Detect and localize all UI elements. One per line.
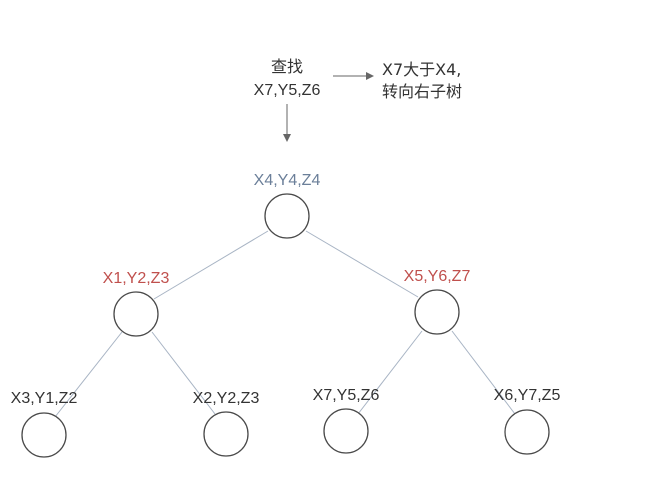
left-node-label: X1,Y2,Z3 bbox=[103, 270, 170, 287]
right-right-node-label: X6,Y7,Z5 bbox=[494, 387, 561, 404]
left-left-node bbox=[21, 412, 67, 458]
right-left-node-label: X7,Y5,Z6 bbox=[313, 387, 380, 404]
edge-left-leftleft bbox=[54, 331, 123, 418]
query-point: X7,Y5,Z6 bbox=[254, 82, 321, 99]
edge-right-rightleft bbox=[357, 330, 423, 415]
left-right-node-label: X2,Y2,Z3 bbox=[193, 390, 260, 407]
right-left-node bbox=[323, 408, 369, 454]
query-heading: 查找 bbox=[271, 57, 303, 76]
left-left-node-label: X3,Y1,Z2 bbox=[11, 390, 78, 407]
left-right-node bbox=[203, 411, 249, 457]
left-node bbox=[113, 291, 159, 337]
root-node bbox=[264, 193, 310, 239]
right-node bbox=[414, 289, 460, 335]
right-node-label: X5,Y6,Z7 bbox=[404, 268, 471, 285]
note-line-2: 转向右子树 bbox=[382, 82, 462, 101]
edge-right-rightright bbox=[451, 330, 516, 415]
edge-left-leftright bbox=[151, 331, 216, 415]
root-node-label: X4,Y4,Z4 bbox=[254, 172, 321, 189]
note-line-1: X7大于X4, bbox=[382, 60, 461, 79]
edge-root-left bbox=[153, 230, 269, 300]
right-right-node bbox=[504, 409, 550, 455]
edge-root-right bbox=[305, 230, 419, 298]
